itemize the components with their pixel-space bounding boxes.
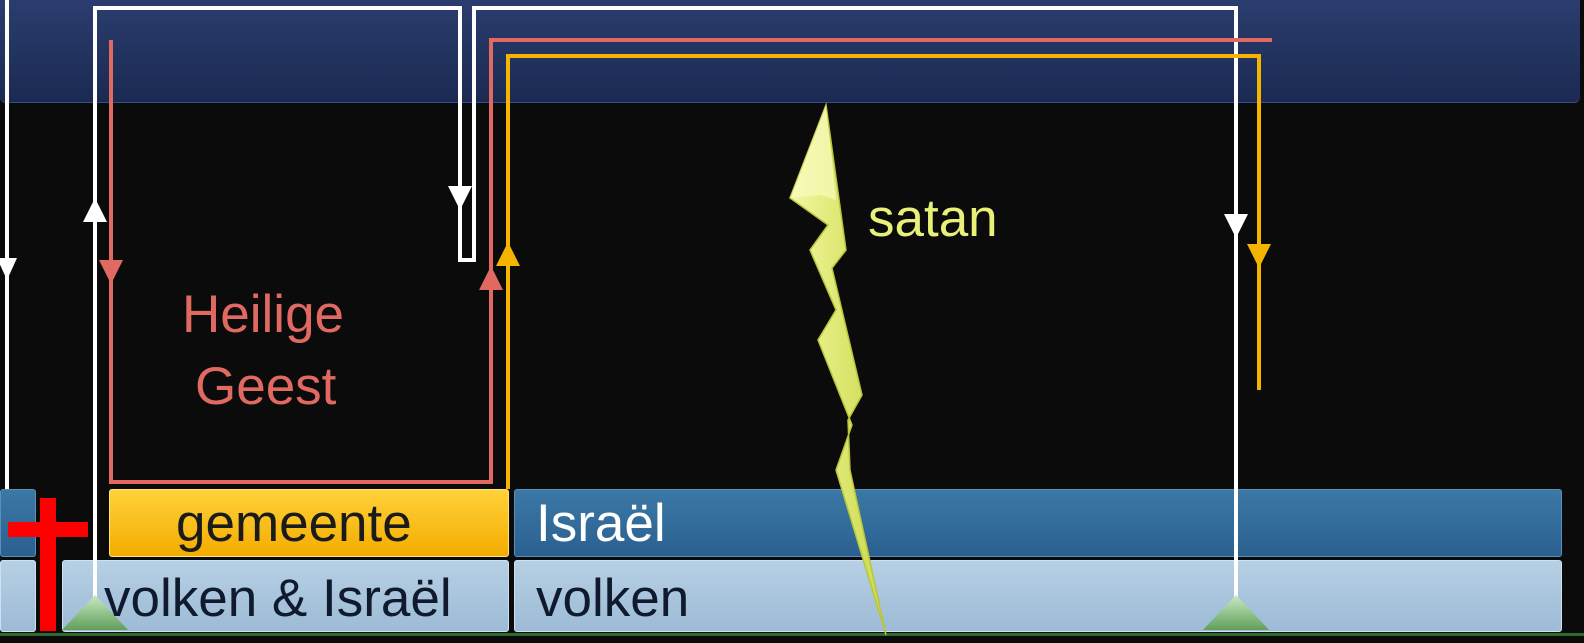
heaven-band [0,0,1580,103]
white-path [5,0,1238,600]
ground-line [0,633,1584,636]
holy-spirit-path [109,38,1272,484]
satan-label: satan [868,189,998,248]
mound-icon [62,595,128,630]
mound-icon [1203,595,1269,630]
cross-icon [8,498,88,631]
nations-and-israel-bar [62,560,509,632]
gold-path [506,54,1261,489]
gemeente-label: gemeente [176,494,412,553]
nations-label: volken [536,569,690,628]
holy-spirit-label-line1: Heilige [182,285,345,344]
nations-bar [514,560,1562,632]
israel-bar [514,489,1562,557]
lightning-bolt-icon [789,102,887,636]
holy-spirit-arrowheads [99,260,503,290]
israel-label: Israël [536,494,666,553]
holy-spirit-label-line2: Geest [195,357,337,416]
left-edge-light-bar [0,560,36,632]
gemeente-bar [109,489,509,557]
gold-arrowheads [496,242,1271,268]
white-arrowheads [0,186,1248,280]
nations-and-israel-label: volken & Israël [104,569,452,628]
